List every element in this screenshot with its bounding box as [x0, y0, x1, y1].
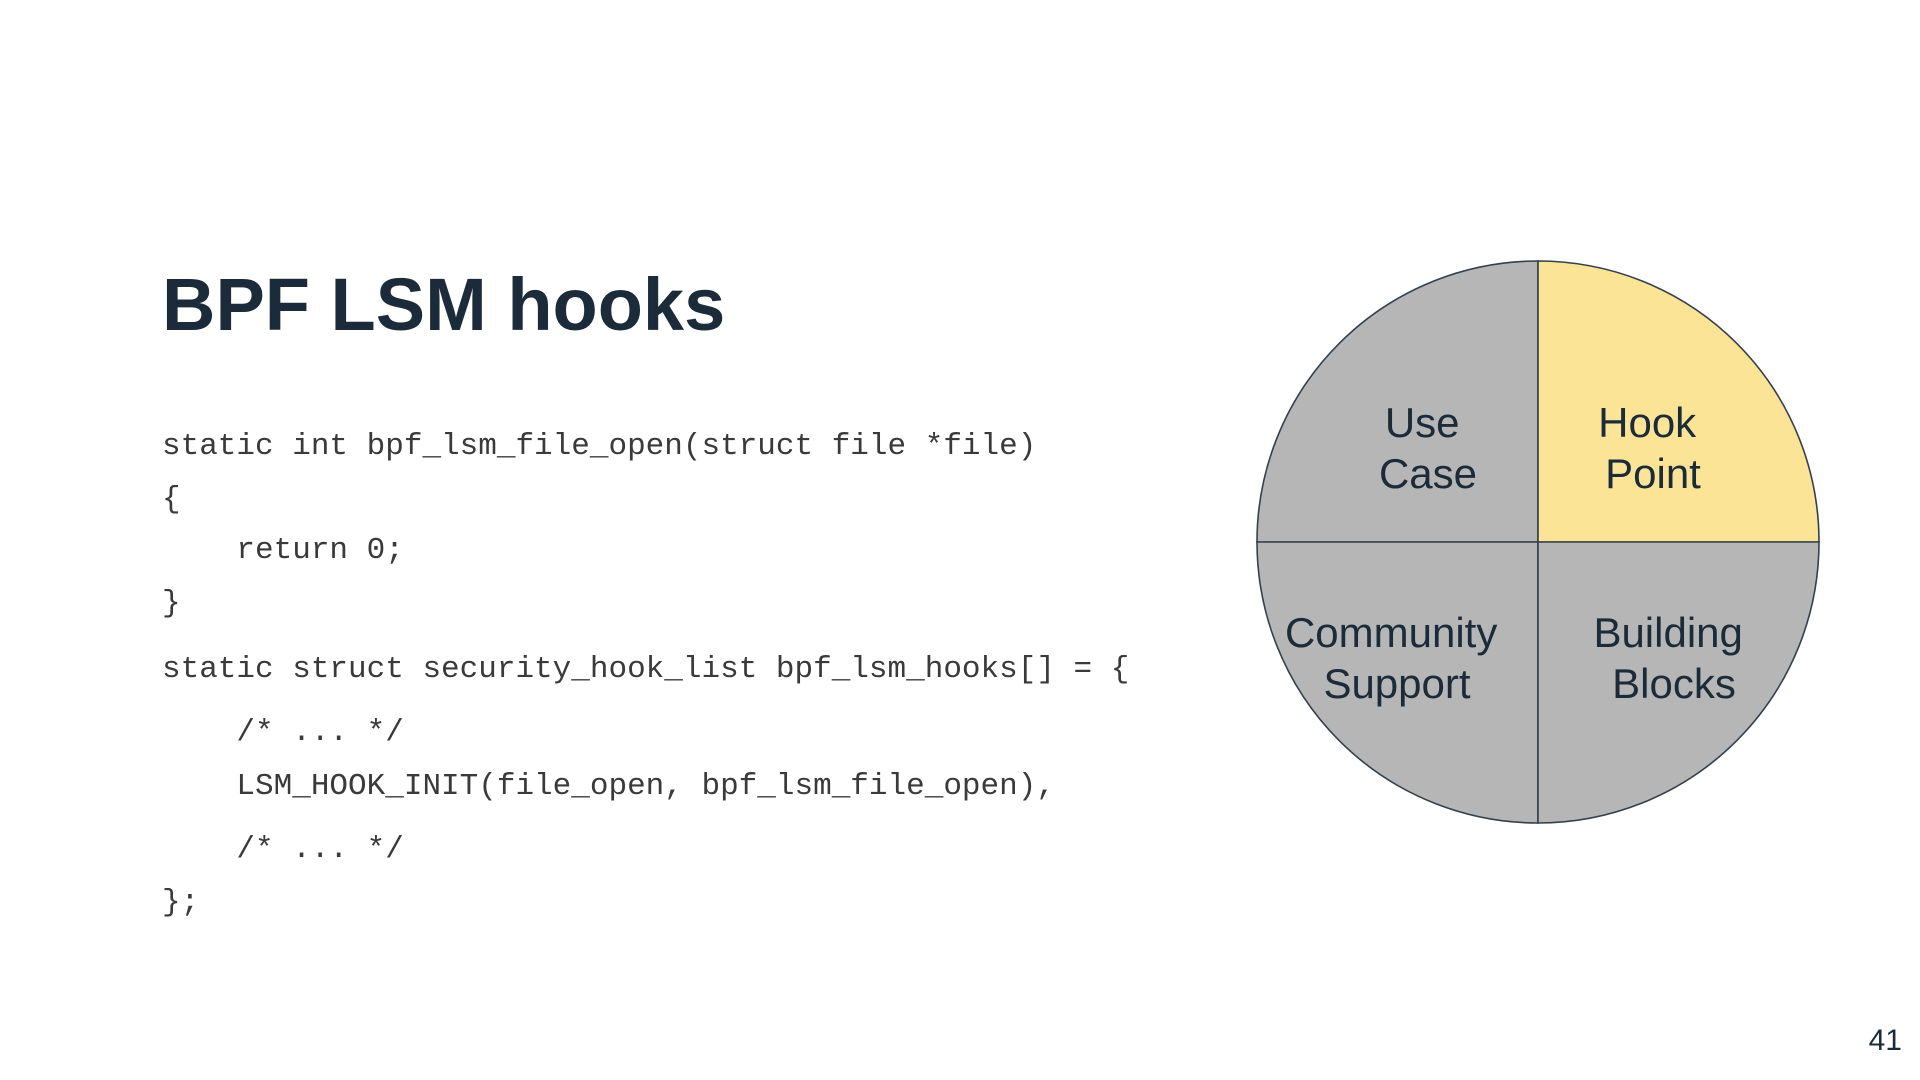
quadrant-use-case	[1256, 260, 1539, 543]
code-line: return 0;	[162, 533, 404, 568]
quadrant-label-community-support: Community Support	[1285, 609, 1509, 707]
quadrant-label-use-case: Use Case	[1379, 399, 1477, 497]
code-line: /* ... */	[162, 832, 404, 867]
quadrant-community-support	[1256, 541, 1539, 824]
quadrant-label-hook-point: Hook Point	[1598, 399, 1708, 497]
quadrant-diagram: Use Case Hook Point Community Support Bu…	[1256, 260, 1824, 828]
slide-title: BPF LSM hooks	[162, 263, 726, 346]
code-line: };	[162, 885, 200, 920]
code-line: static struct security_hook_list bpf_lsm…	[162, 652, 1130, 687]
code-line: LSM_HOOK_INIT(file_open, bpf_lsm_file_op…	[162, 769, 1055, 804]
code-line: /* ... */	[162, 715, 404, 750]
code-line: {	[162, 482, 181, 517]
code-block: static int bpf_lsm_file_open(struct file…	[162, 0, 1262, 1080]
quadrant-building-blocks	[1537, 541, 1820, 824]
quadrant-label-building-blocks: Building Blocks	[1593, 609, 1754, 707]
code-line: static int bpf_lsm_file_open(struct file…	[162, 429, 1037, 464]
page-number: 41	[1868, 1024, 1902, 1057]
quadrant-hook-point	[1537, 260, 1820, 543]
code-line: }	[162, 586, 181, 621]
